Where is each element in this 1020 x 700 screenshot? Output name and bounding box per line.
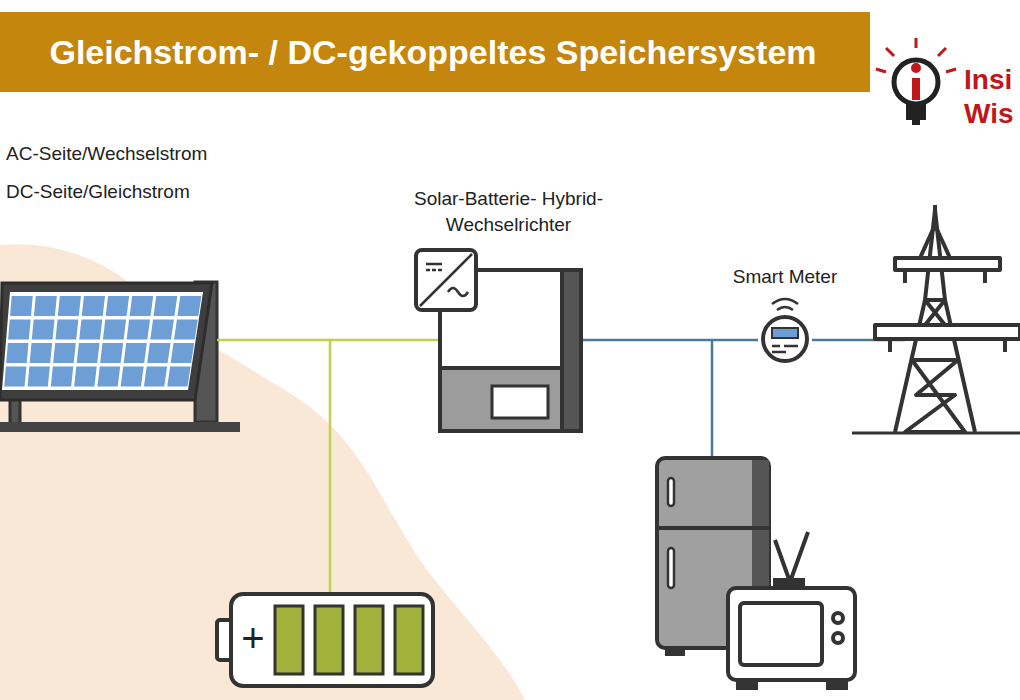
- solar-cell: [171, 343, 195, 363]
- title-bar: [0, 12, 870, 92]
- solar-cell: [144, 367, 167, 387]
- solar-cell: [34, 296, 57, 316]
- solar-cell: [28, 367, 50, 387]
- solar-cell: [6, 343, 28, 363]
- solar-cell: [106, 296, 129, 316]
- solar-cell: [82, 296, 105, 316]
- solar-cell: [53, 343, 76, 363]
- title: Gleichstrom- / DC-gekoppeltes Speichersy…: [49, 12, 816, 92]
- solar-cell: [4, 367, 26, 387]
- solar-cell: [130, 296, 154, 316]
- solar-cell: [8, 320, 31, 340]
- ac-wire: [711, 340, 714, 458]
- solar-cell: [100, 343, 123, 363]
- solar-cell: [97, 367, 120, 387]
- solar-cell: [58, 296, 81, 316]
- solar-cell: [167, 367, 190, 387]
- solar-cell: [32, 320, 55, 340]
- logo-bulb: [876, 38, 956, 125]
- meter-symbol: [758, 312, 812, 362]
- plus-sign: +: [235, 616, 271, 660]
- solar-cell: [77, 343, 100, 363]
- solar-cell: [147, 343, 170, 363]
- logo-text: Wis: [964, 98, 1014, 130]
- dc-wire: [217, 339, 332, 342]
- solar-cell: [56, 320, 79, 340]
- node-label: Solar-Batterie- Hybrid-Wechselrichter: [399, 186, 619, 238]
- solar-cell: [10, 296, 33, 316]
- solar-cell: [30, 343, 52, 363]
- battery-node: +: [215, 590, 435, 688]
- wire-connector: [330, 340, 438, 594]
- solar-cell: [121, 367, 144, 387]
- solar-cell: [127, 320, 150, 340]
- solar-cell: [154, 296, 178, 316]
- solar-cell: [174, 320, 198, 340]
- meter-node: Smart Meter: [758, 312, 812, 362]
- wire-connector: [583, 339, 758, 342]
- solar-cell: [177, 296, 201, 316]
- solar-cell: [103, 320, 126, 340]
- legend-text: DC-Seite/Gleichstrom: [6, 181, 190, 203]
- solar-cell: [124, 343, 147, 363]
- node-label: Smart Meter: [733, 266, 838, 288]
- solar-cell: [51, 367, 73, 387]
- legend-text: AC-Seite/Wechselstrom: [6, 143, 207, 165]
- tv: [728, 532, 855, 688]
- power-pylon: [852, 205, 1020, 433]
- inverter-node: Solar-Batterie- Hybrid-Wechselrichter: [438, 268, 583, 433]
- solar-panel: [0, 282, 240, 432]
- logo-text: Insi: [964, 64, 1012, 96]
- solar-cell: [79, 320, 102, 340]
- inverter-symbol: [438, 268, 583, 433]
- solar-cell: [74, 367, 97, 387]
- solar-cell: [150, 320, 174, 340]
